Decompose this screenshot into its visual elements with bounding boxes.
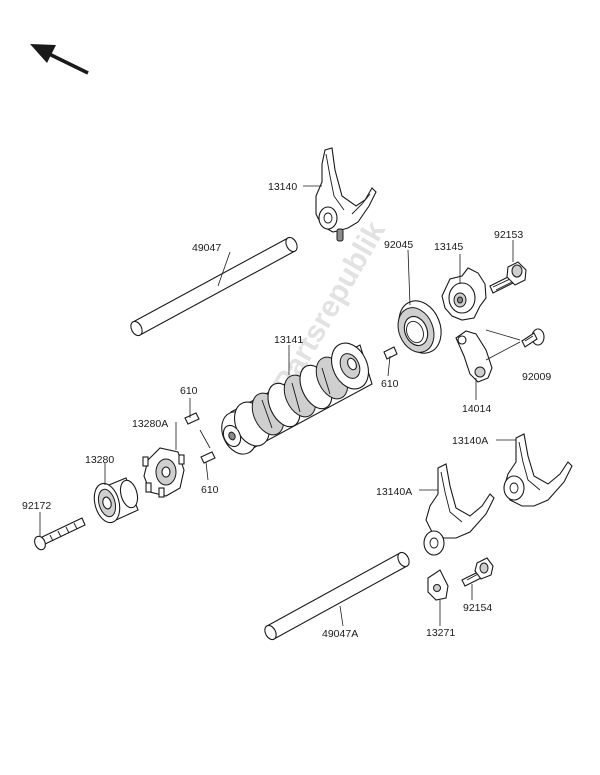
label-610-top: 610 xyxy=(180,385,198,397)
shift-fork-13140 xyxy=(315,147,377,242)
screw-92009 xyxy=(521,328,545,348)
pin-610-c xyxy=(200,451,216,464)
label-92009: 92009 xyxy=(522,371,551,383)
label-92154: 92154 xyxy=(463,602,492,614)
label-92172: 92172 xyxy=(22,500,51,512)
label-13280: 13280 xyxy=(85,454,114,466)
plate-13271 xyxy=(427,569,449,601)
label-14014: 14014 xyxy=(462,403,491,415)
label-49047: 49047 xyxy=(192,242,221,254)
bolt-92153 xyxy=(489,261,527,294)
label-13145: 13145 xyxy=(434,241,463,253)
label-13140A-right: 13140A xyxy=(452,435,488,447)
label-13280A: 13280A xyxy=(132,418,168,430)
shift-fork-13140A-right xyxy=(503,433,573,507)
shift-drum-13141 xyxy=(221,342,373,455)
shift-rod-49047 xyxy=(130,236,298,337)
label-49047A: 49047A xyxy=(322,628,358,640)
stopper-lever-14014 xyxy=(455,330,493,383)
label-13140A-left: 13140A xyxy=(376,486,412,498)
drum-cam-13280 xyxy=(93,477,139,524)
shift-fork-13140A-left xyxy=(423,463,495,556)
gear-star-13145 xyxy=(441,267,487,321)
label-610-bottom: 610 xyxy=(201,484,219,496)
label-92153: 92153 xyxy=(494,229,523,241)
front-direction-arrow-icon xyxy=(30,44,89,75)
label-13271: 13271 xyxy=(426,627,455,639)
label-13140: 13140 xyxy=(268,181,297,193)
label-610-right: 610 xyxy=(381,378,399,390)
bearing-92045 xyxy=(397,300,442,354)
bolt-92154 xyxy=(461,557,494,587)
bolt-92172 xyxy=(34,517,86,551)
leader-lines xyxy=(39,185,521,627)
label-92045: 92045 xyxy=(384,239,413,251)
shift-rod-49047A xyxy=(264,551,410,641)
pin-610-a xyxy=(184,412,200,425)
pin-610-b xyxy=(383,346,398,360)
pin-holder-13280A xyxy=(142,447,185,498)
label-13141: 13141 xyxy=(274,334,303,346)
